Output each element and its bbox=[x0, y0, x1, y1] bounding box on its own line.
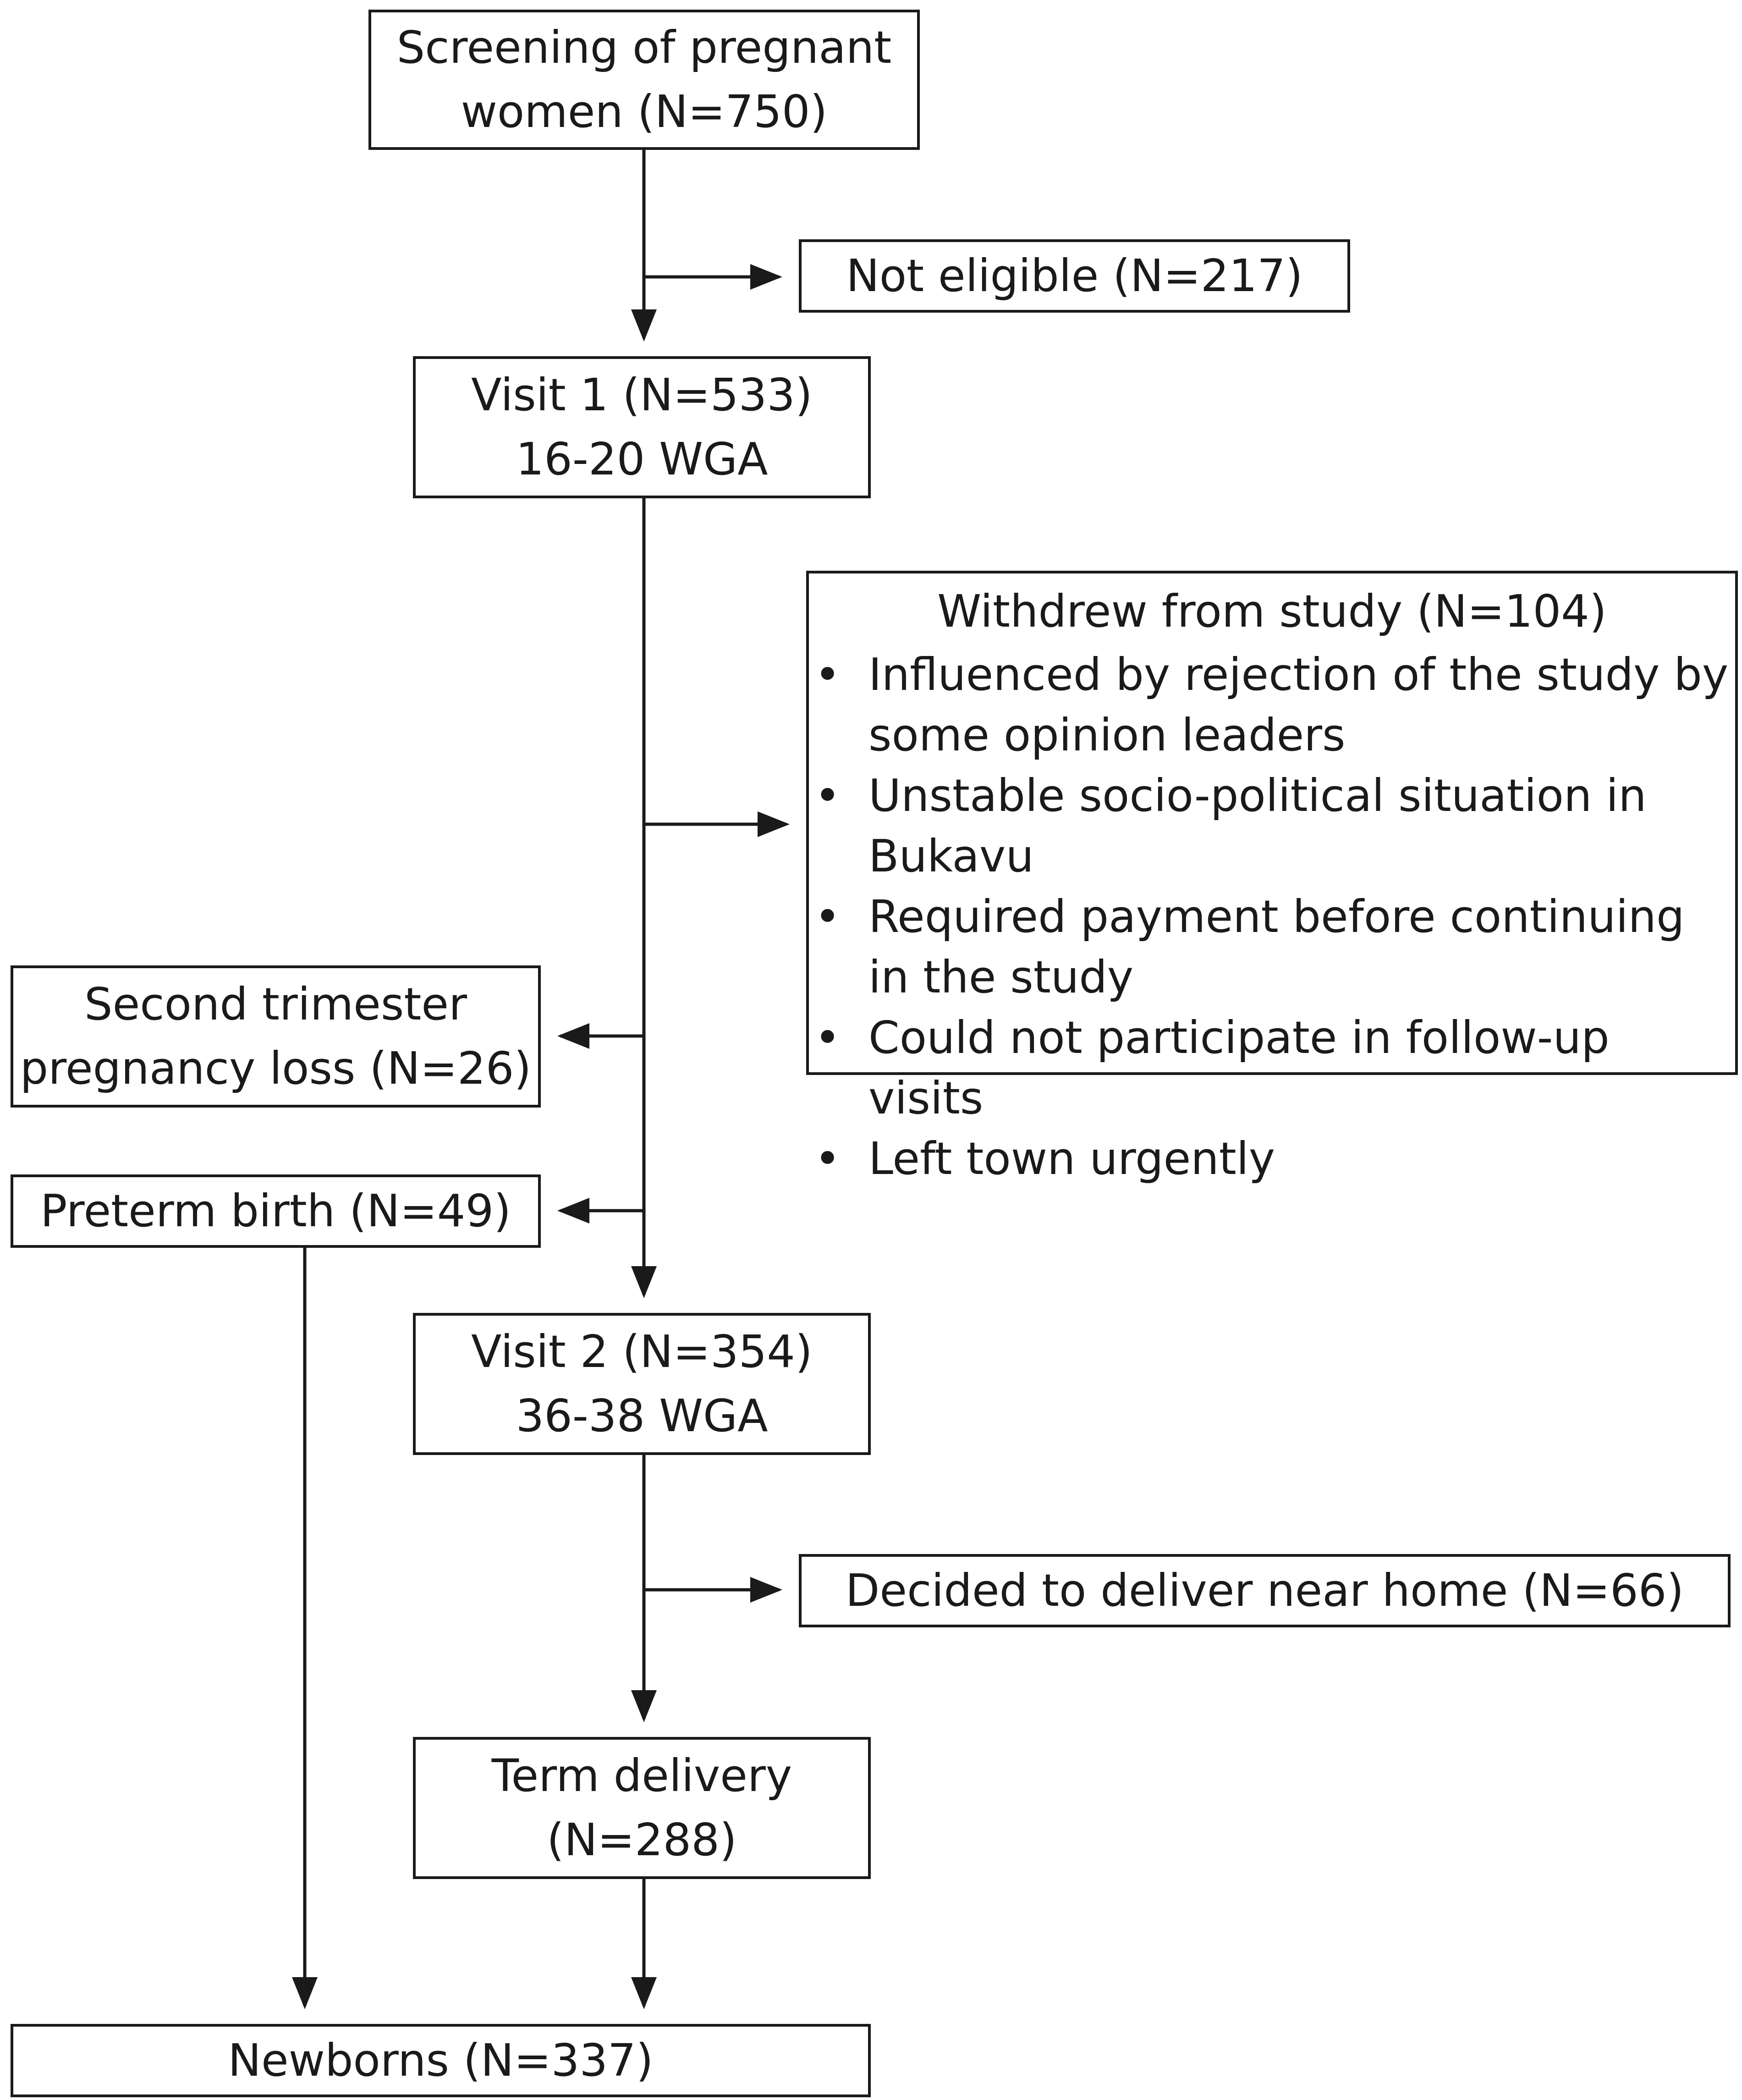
withdrew-reason: • Could not participate in follow-up vis… bbox=[809, 1008, 1735, 1129]
visit2-line2: 36-38 WGA bbox=[516, 1390, 768, 1442]
withdrew-reason-text: Could not participate in follow-up visit… bbox=[868, 1012, 1610, 1124]
second-trimester-line2: pregnancy loss (N=26) bbox=[20, 1042, 532, 1094]
not-eligible-label: Not eligible (N=217) bbox=[846, 250, 1303, 302]
withdrew-reason: • Required payment before continuing in … bbox=[809, 887, 1735, 1008]
visit2-box: Visit 2 (N=354) 36-38 WGA bbox=[413, 1313, 871, 1455]
term-delivery-box: Term delivery (N=288) bbox=[413, 1737, 871, 1879]
withdrew-title: Withdrew from study (N=104) bbox=[937, 585, 1607, 637]
preterm-birth-box: Preterm birth (N=49) bbox=[11, 1174, 541, 1248]
deliver-home-label: Decided to deliver near home (N=66) bbox=[845, 1565, 1684, 1616]
bullet-icon: • bbox=[814, 1133, 841, 1185]
bullet-icon: • bbox=[814, 770, 841, 821]
visit1-line1: Visit 1 (N=533) bbox=[471, 369, 813, 421]
visit1-line2: 16-20 WGA bbox=[516, 433, 768, 485]
withdrew-reason-text: Influenced by rejection of the study by … bbox=[868, 649, 1729, 761]
second-trimester-loss-box: Second trimester pregnancy loss (N=26) bbox=[11, 965, 541, 1108]
withdrew-reasons-list: • Influenced by rejection of the study b… bbox=[809, 645, 1735, 1189]
withdrew-reason-text: Required payment before continuing in th… bbox=[868, 891, 1685, 1003]
visit2-line1: Visit 2 (N=354) bbox=[471, 1326, 813, 1378]
bullet-icon: • bbox=[814, 891, 841, 943]
screening-line1: Screening of pregnant bbox=[396, 22, 892, 73]
preterm-label: Preterm birth (N=49) bbox=[40, 1185, 511, 1237]
withdrew-reason: • Left town urgently bbox=[809, 1129, 1735, 1189]
not-eligible-box: Not eligible (N=217) bbox=[799, 239, 1350, 313]
screening-box: Screening of pregnant women (N=750) bbox=[368, 10, 920, 150]
withdrew-reason: • Unstable socio-political situation in … bbox=[809, 766, 1735, 887]
withdrew-reason: • Influenced by rejection of the study b… bbox=[809, 645, 1735, 766]
bullet-icon: • bbox=[814, 649, 841, 700]
visit1-box: Visit 1 (N=533) 16-20 WGA bbox=[413, 356, 871, 498]
bullet-icon: • bbox=[814, 1012, 841, 1064]
term-delivery-line1: Term delivery bbox=[491, 1750, 792, 1802]
newborns-box: Newborns (N=337) bbox=[11, 2024, 871, 2097]
screening-line2: women (N=750) bbox=[461, 86, 828, 138]
newborns-label: Newborns (N=337) bbox=[228, 2034, 654, 2086]
withdrew-reason-text: Unstable socio-political situation in Bu… bbox=[868, 770, 1647, 882]
withdrew-box: Withdrew from study (N=104) • Influenced… bbox=[806, 571, 1738, 1185]
second-trimester-line1: Second trimester bbox=[84, 978, 467, 1030]
deliver-near-home-box: Decided to deliver near home (N=66) bbox=[799, 1554, 1731, 1627]
term-delivery-line2: (N=288) bbox=[547, 1814, 737, 1866]
withdrew-reason-text: Left town urgently bbox=[868, 1133, 1275, 1185]
